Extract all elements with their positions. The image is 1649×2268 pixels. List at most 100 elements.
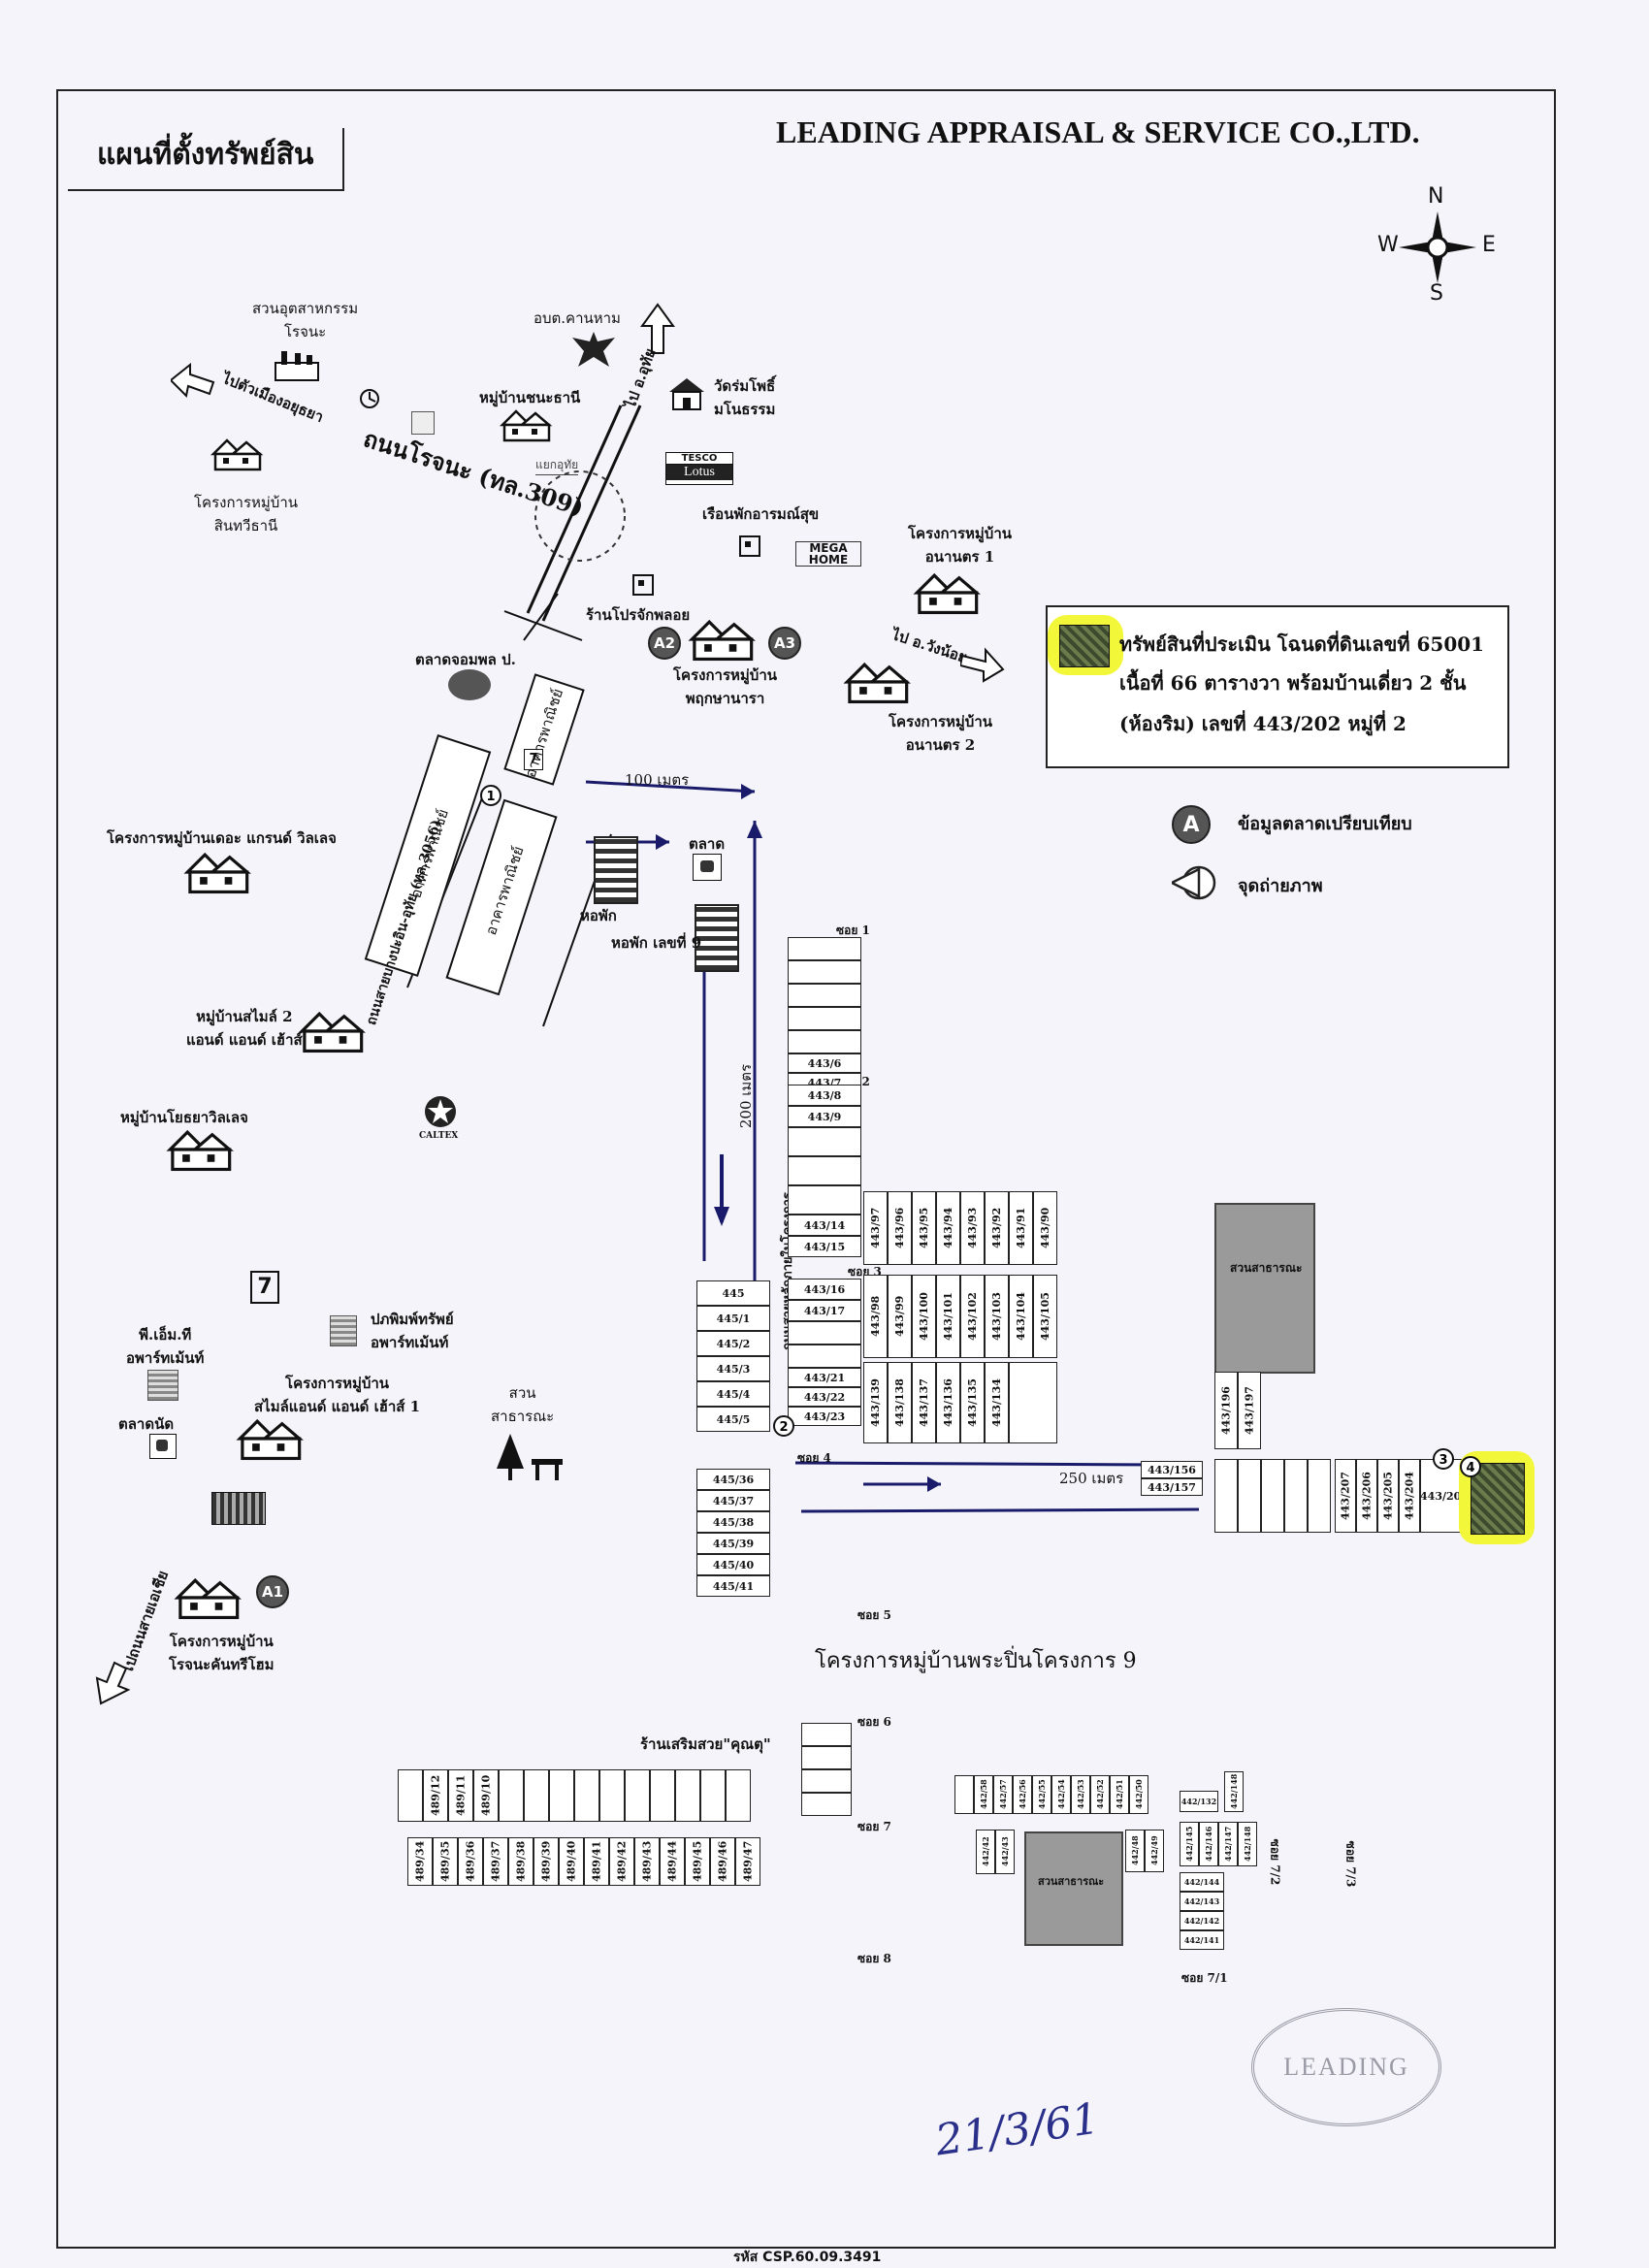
marker-a3: A3 (768, 627, 801, 660)
plot-cell: 489/38 (508, 1837, 534, 1886)
photo-point-2: 2 (773, 1415, 794, 1437)
plot-cell (1308, 1459, 1331, 1533)
plot-column-445b: 445/36 445/37 445/38 445/39 445/40 445/4… (696, 1469, 770, 1597)
plot-column-442-right: 442/144 442/143 442/142 442/141 (1180, 1872, 1224, 1950)
legend-market-marker: A (1172, 805, 1211, 844)
arrow-to-uthai-icon (640, 303, 675, 354)
plot-cell: 443/156 (1141, 1461, 1203, 1478)
plot-cell: 445/4 (696, 1381, 770, 1407)
plot-cell: 443/16 (788, 1279, 861, 1300)
photo-point-1: 1 (480, 785, 501, 806)
label-sinthawi: โครงการหมู่บ้าน สินทวีธานี (194, 494, 299, 535)
legend-photo-label: จุดถ่ายภาพ (1238, 876, 1323, 896)
public-park-right: สวนสาธารณะ (1214, 1203, 1315, 1374)
compass-e: E (1482, 233, 1496, 257)
plot-cell: 442/53 (1071, 1775, 1090, 1814)
label-pruksa: โครงการหมู่บ้าน พฤกษานารา (673, 666, 778, 707)
label-dorm9: หอพัก เลขที่ 9 (611, 934, 702, 952)
plot-cell (1214, 1459, 1238, 1533)
plot-cell: 443/196 (1214, 1372, 1238, 1449)
plot-soi4-pair: 443/156 443/157 (1141, 1461, 1203, 1496)
label-soi6: ซอย 6 (857, 1715, 891, 1729)
label-pimsap: ปภพิมพ์ทรัพย์ อพาร์ทเม้นท์ (371, 1311, 454, 1351)
dorm9-building-icon (695, 904, 739, 972)
plot-cell: 445/1 (696, 1306, 770, 1331)
village-grand-icon (183, 852, 251, 894)
label-market: ตลาด (689, 835, 726, 853)
plot-row-442-mid: 442/48 442/49 (1125, 1830, 1164, 1872)
label-grand-village: โครงการหมู่บ้านเดอะ แกรนด์ วิลเลจ (107, 829, 337, 847)
plot-cell: 442/52 (1090, 1775, 1110, 1814)
arrow-to-bangpain-icon (95, 1661, 131, 1705)
label-market-nat: ตลาดนัด (118, 1415, 175, 1433)
compass-w: W (1377, 233, 1399, 257)
label-beauty-shop: ร้านเสริมสวย"คุณตุ" (640, 1735, 771, 1753)
label-rojana-sri: โครงการหมู่บ้าน โรจนะคันทรีโฮม (169, 1633, 275, 1673)
arrow-to-ayutthaya-icon (171, 363, 215, 399)
plot-row-442-left: 442/42 442/43 (976, 1830, 1015, 1874)
legend-subject-line1: ทรัพย์สินที่ประเมิน โฉนดที่ดินเลขที่ 650… (1119, 632, 1485, 656)
plot-cell: 442/57 (993, 1775, 1013, 1814)
pimsap-icon (330, 1315, 357, 1346)
dorm-building-icon (594, 836, 638, 904)
plot-cell (625, 1769, 650, 1822)
plot-cell: 442/145 (1180, 1822, 1199, 1866)
plot-cell: 443/136 (936, 1362, 960, 1443)
company-stamp: LEADING (1251, 2008, 1441, 2126)
marker-a1: A1 (256, 1575, 289, 1608)
plot-cell: 442/148 (1224, 1771, 1244, 1812)
plot-cell: 489/10 (473, 1769, 499, 1822)
public-park-bottom: สวนสาธารณะ (1024, 1831, 1123, 1946)
plot-cell (398, 1769, 423, 1822)
mega-home-logo: MEGA HOME (795, 541, 861, 567)
svg-text:1: 1 (486, 790, 495, 804)
plot-cell (788, 1345, 861, 1368)
plot-cell: 489/44 (660, 1837, 685, 1886)
plot-cell: 443/94 (936, 1191, 960, 1265)
plot-cell: 442/146 (1199, 1822, 1218, 1866)
plot-cell: 442/141 (1180, 1930, 1224, 1950)
plot-cell: 445/36 (696, 1469, 770, 1490)
plot-cell (650, 1769, 675, 1822)
plot-cell (788, 960, 861, 984)
document-code: รหัส CSP.60.09.3491 (733, 2250, 882, 2265)
village-smile2-icon (298, 1011, 366, 1053)
plot-cell: 443/102 (960, 1275, 985, 1358)
plot-cell: 489/12 (423, 1769, 448, 1822)
plot-cell: 442/132 (1180, 1791, 1218, 1812)
plot-row-mid: 443/98 443/99 443/100 443/101 443/102 44… (863, 1275, 1057, 1358)
plot-cell: 445/3 (696, 1356, 770, 1381)
plot-cell (801, 1769, 852, 1793)
label-hotel: เรือนพักอารมณ์สุข (702, 505, 820, 523)
plot-cell (801, 1793, 852, 1816)
plot-cell: 443/139 (863, 1362, 888, 1443)
arrow-to-wangnoi-icon (960, 647, 1005, 683)
label-soi7-3: ซอย 7/3 (1343, 1840, 1358, 1888)
village-pruksa-icon (688, 619, 756, 662)
plot-cell: 442/55 (1032, 1775, 1051, 1814)
plot-cell: 443/105 (1033, 1275, 1057, 1358)
label-soi7: ซอย 7 (857, 1820, 891, 1833)
label-smile1: โครงการหมู่บ้าน สไมล์แอนด์ แอนด์ เฮ้าส์ … (254, 1375, 421, 1415)
village-anantorn1-icon (913, 572, 981, 615)
plot-cell (788, 1030, 861, 1053)
legend-subject-line3: (ห้องริม) เลขที่ 443/202 หมู่ที่ 2 (1119, 712, 1406, 735)
label-distance-250: 250 เมตร (1059, 1470, 1124, 1487)
plot-cell: 445/37 (696, 1490, 770, 1511)
plot-cell (1238, 1459, 1261, 1533)
tesco-lotus-logo: TESCO Lotus (665, 452, 733, 485)
plot-cell: 443/138 (888, 1362, 912, 1443)
label-yaek-uthai: แยกอุทัย (535, 456, 579, 475)
subject-plot (1471, 1463, 1525, 1535)
label-anantorn2: โครงการหมู่บ้าน อนานตร 2 (889, 713, 993, 754)
plot-cell: 443/100 (912, 1275, 936, 1358)
company-name: LEADING APPRAISAL & SERVICE CO.,LTD. (776, 114, 1420, 149)
marker-a2: A2 (648, 627, 681, 660)
cell-442-148: 442/148 (1224, 1771, 1244, 1812)
plot-cell: 442/58 (974, 1775, 993, 1814)
label-distance-200: 200 เมตร (737, 1063, 756, 1129)
plot-cell: 445/40 (696, 1554, 770, 1575)
plot-cell: 443/96 (888, 1191, 912, 1265)
village-chanathani-icon (499, 409, 553, 442)
plot-cell: 443/95 (912, 1191, 936, 1265)
